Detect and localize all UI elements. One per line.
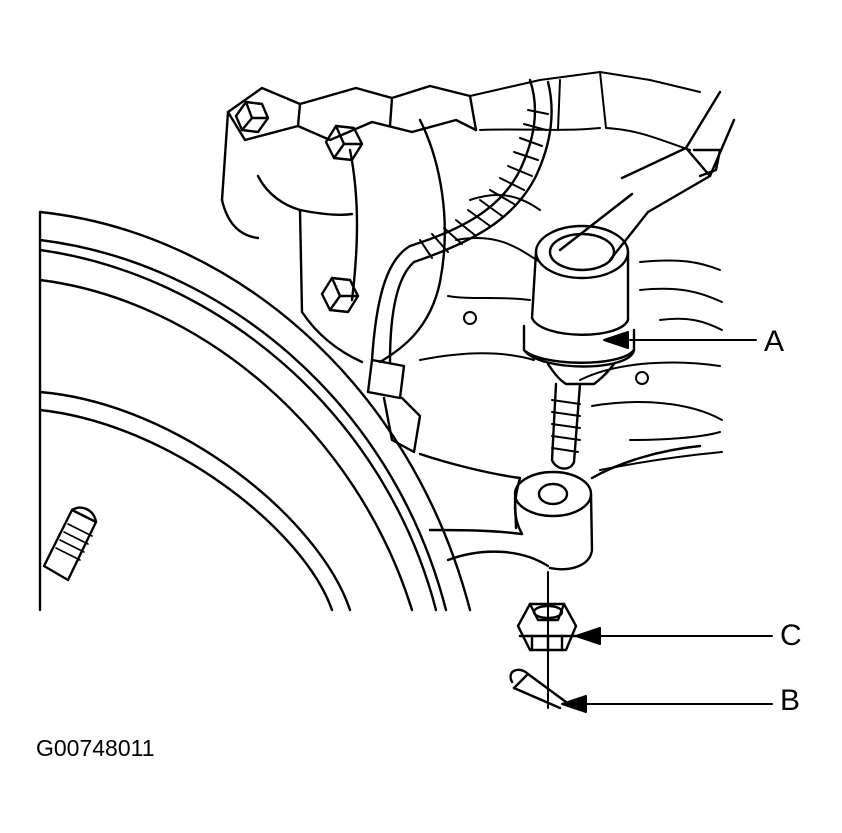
background-housing <box>419 71 723 471</box>
cotter-pin <box>509 668 568 710</box>
steering-knuckle <box>220 84 478 364</box>
figure-id: G00748011 <box>36 735 155 761</box>
knuckle-bolt-1 <box>324 124 364 162</box>
leader-lines <box>561 331 773 713</box>
knuckle-bolt-2 <box>320 276 360 314</box>
tie-rod <box>558 90 736 262</box>
steering-arm <box>418 444 702 571</box>
callout-a-label: A <box>764 325 785 358</box>
brake-rotor <box>38 210 472 612</box>
tie-rod-end <box>522 224 636 470</box>
callout-b-label: B <box>780 684 801 717</box>
brake-hose <box>366 78 553 454</box>
upper-bolt <box>234 100 270 134</box>
castle-nut <box>516 602 578 652</box>
callout-c-label: C <box>780 619 802 652</box>
arrowhead-c <box>575 627 601 645</box>
wheel-stud <box>42 506 98 582</box>
arrowhead-b <box>561 695 587 713</box>
arrowhead-a <box>603 331 629 349</box>
